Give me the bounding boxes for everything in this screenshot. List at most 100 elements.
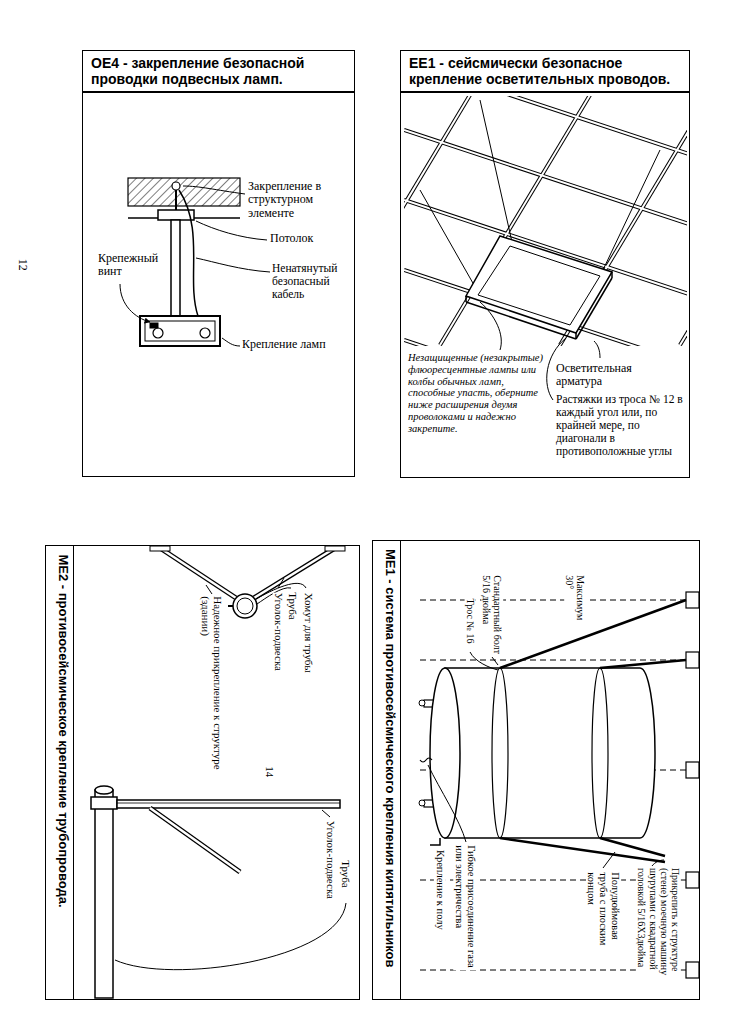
lamp-hanger bbox=[200, 328, 210, 338]
water-heater bbox=[492, 668, 508, 838]
ceiling-grid bbox=[680, 96, 687, 345]
light-fixture bbox=[466, 236, 612, 339]
leader-line bbox=[594, 341, 600, 358]
ceiling-grid bbox=[480, 100, 512, 242]
pipe-brace bbox=[233, 594, 257, 618]
leader-label: Труба bbox=[340, 860, 352, 900]
leader-line bbox=[428, 765, 466, 842]
water-heater bbox=[430, 668, 460, 838]
light-fixture bbox=[478, 246, 600, 325]
wall-joist bbox=[686, 962, 699, 978]
ceiling-grid bbox=[420, 190, 478, 292]
pipe-brace bbox=[228, 605, 233, 607]
leader-line bbox=[115, 903, 346, 970]
pipe-brace bbox=[150, 546, 170, 551]
light-fixture bbox=[466, 236, 612, 333]
leader-line bbox=[196, 221, 267, 240]
light-fixture bbox=[576, 278, 612, 339]
leader-line bbox=[120, 284, 150, 322]
leader-line bbox=[196, 258, 270, 272]
ceiling-grid bbox=[404, 130, 687, 224]
wall-studs bbox=[420, 600, 686, 601]
leader-label: Крепежный винт bbox=[98, 252, 168, 279]
panel-heading: ME2 - противосейсмическое крепление труб… bbox=[55, 554, 70, 990]
ceiling-grid bbox=[404, 96, 687, 346]
pipe-brace bbox=[237, 598, 253, 614]
page-number: 14 bbox=[264, 766, 276, 786]
panel-heading: ME1 - система противосейсмического крепл… bbox=[382, 549, 397, 990]
strap-brace bbox=[500, 838, 665, 862]
pipe-brace bbox=[160, 548, 236, 598]
leader-label: Гибкое присоединение газа или электричес… bbox=[453, 845, 477, 970]
wall-joist bbox=[686, 592, 699, 978]
leader-label: Потолок bbox=[270, 232, 350, 245]
leader-label: Максимум 30° bbox=[564, 575, 586, 633]
page-number: 12 bbox=[15, 258, 28, 280]
light-fixture bbox=[611, 272, 613, 278]
ceiling-grid bbox=[602, 150, 660, 272]
leader-line bbox=[115, 810, 346, 970]
wall-studs bbox=[420, 660, 686, 661]
leader-label: Ненатянутый безопасный кабель bbox=[272, 262, 352, 301]
pipe-support bbox=[95, 790, 113, 998]
ceiling-grid bbox=[404, 340, 687, 346]
leader-label: Закрепление в структурном элементе bbox=[248, 180, 348, 220]
strap-brace bbox=[600, 838, 665, 856]
pipe-brace bbox=[254, 548, 335, 598]
leader-line bbox=[322, 810, 330, 817]
light-fixture bbox=[466, 302, 576, 339]
leader-label: Надежное прикрепление к структуре (здани… bbox=[200, 596, 225, 776]
pipe-support bbox=[117, 803, 340, 804]
lamp-hanger bbox=[145, 321, 215, 341]
pipe-support bbox=[91, 797, 117, 809]
strap-brace bbox=[600, 660, 686, 668]
water-heater bbox=[419, 668, 655, 845]
water-heater bbox=[592, 668, 608, 838]
leader-line bbox=[222, 338, 240, 346]
water-heater bbox=[419, 700, 425, 706]
pipe-support bbox=[95, 786, 113, 794]
wall-joist bbox=[686, 762, 699, 778]
leader-label: Крепление ламп bbox=[242, 338, 347, 351]
leader-label: Стандартный болт 5/16 дюйма bbox=[481, 575, 503, 655]
water-heater bbox=[445, 668, 655, 838]
leader-label: Хомут для трубы bbox=[302, 592, 314, 687]
ceiling-grid bbox=[404, 340, 687, 346]
leader-line bbox=[480, 302, 501, 350]
ceiling-grid bbox=[404, 96, 687, 346]
water-heater bbox=[430, 838, 440, 845]
lamp-hanger bbox=[171, 220, 180, 316]
ceiling-slab bbox=[128, 178, 240, 206]
pipe-brace bbox=[150, 546, 345, 618]
pipe-brace bbox=[160, 548, 335, 598]
ceiling-grid bbox=[404, 130, 687, 224]
note-text: Незащищенные (незакрытые) флюоресцентные… bbox=[408, 352, 546, 434]
water-heater bbox=[419, 800, 425, 806]
leader-label: Крепление к полу bbox=[434, 850, 446, 942]
leader-line bbox=[428, 652, 664, 868]
pipe-brace bbox=[254, 548, 335, 598]
leader-label: Осветительная арматура bbox=[556, 362, 666, 389]
pipe-brace bbox=[325, 546, 345, 551]
ceiling-grid bbox=[404, 96, 687, 346]
leader-line bbox=[206, 585, 212, 594]
leader-label: Трос № 16 bbox=[464, 598, 475, 650]
wall-joist bbox=[686, 872, 699, 888]
leader-label: Труба bbox=[287, 592, 299, 632]
leader-label: Прикрепить к структуре (стене) моечную м… bbox=[636, 868, 681, 993]
pipe-support bbox=[150, 808, 240, 872]
lamp-hanger bbox=[175, 190, 177, 211]
leader-label: Растяжки из троса № 12 в каждый угол или… bbox=[556, 393, 686, 457]
water-heater bbox=[420, 758, 432, 762]
pipe-support bbox=[117, 800, 340, 808]
lamp-hanger bbox=[150, 323, 158, 328]
leader-line bbox=[492, 657, 498, 665]
leader-line bbox=[183, 186, 245, 194]
strap-brace bbox=[500, 600, 686, 862]
heading-band: ME2 - противосейсмическое крепление труб… bbox=[46, 546, 74, 999]
pipe-brace bbox=[160, 548, 236, 598]
light-fixture bbox=[465, 296, 467, 302]
lamp-hanger bbox=[153, 328, 163, 338]
lamp-hanger bbox=[140, 316, 220, 346]
wall-joist bbox=[686, 592, 699, 608]
